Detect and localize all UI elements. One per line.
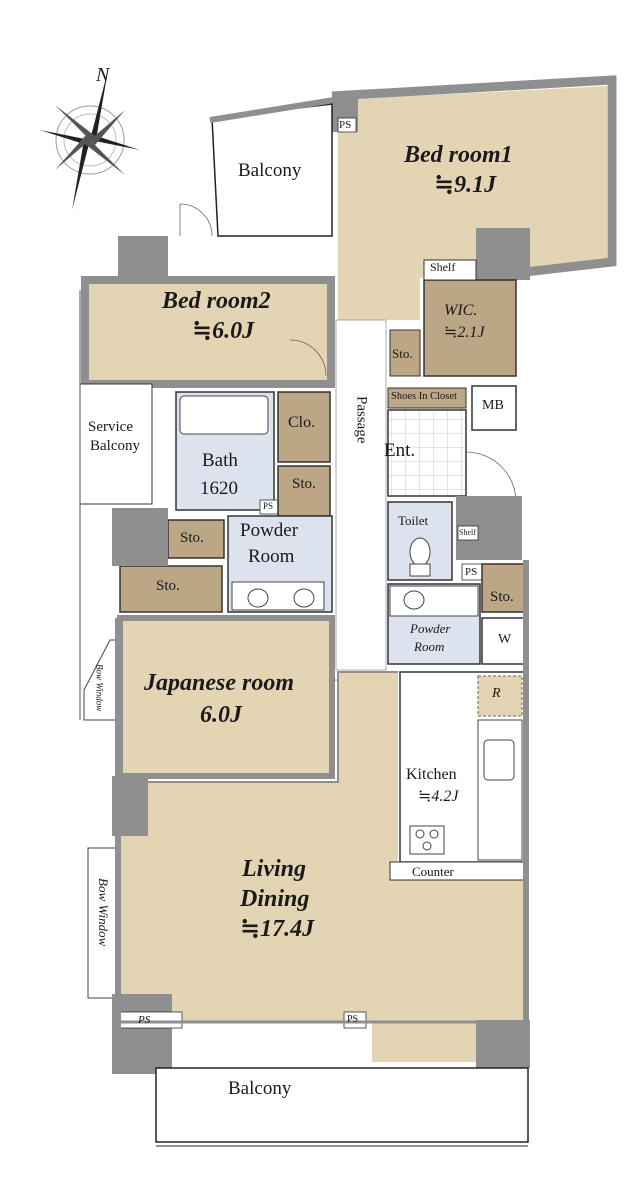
balcony-bottom: [155, 1067, 529, 1143]
bow-window-label-upper: Bow Window: [94, 664, 105, 712]
ps-label-bath: PS: [263, 501, 274, 511]
refrigerator-label: R: [492, 686, 501, 701]
ps-label-bedroom1: PS: [339, 119, 352, 131]
living-dining-floor: [118, 672, 526, 1062]
service-balcony-label2: Balcony: [90, 438, 140, 454]
powder-room1-label-a: Powder: [240, 520, 299, 541]
bath-size: 1620: [200, 478, 238, 499]
bedroom2-name: Bed room2: [162, 288, 271, 314]
passage-label: Passage: [353, 396, 370, 444]
shelf-label: Shelf: [430, 260, 456, 274]
bedroom2-size: ≒6.0J: [192, 318, 255, 344]
japanese-room-floor: [117, 615, 335, 779]
ps-label-toilet: PS: [465, 566, 478, 578]
powder-room2-label-a: Powder: [410, 621, 451, 636]
toilet-label: Toilet: [398, 513, 429, 528]
shelf-small-label: Shelf: [459, 528, 476, 537]
powder-room1-label-b: Room: [248, 546, 295, 567]
bedroom1-floor: [338, 86, 607, 320]
wic-floor: [423, 279, 517, 377]
balcony-top-label: Balcony: [238, 160, 302, 181]
passage-floor: [335, 319, 387, 671]
shoes-closet-label: Shoes In Closet: [391, 391, 457, 402]
compass-rose-icon: [40, 70, 140, 210]
kitchen-size: ≒4.2J: [418, 788, 459, 805]
storage-right-label: Sto.: [490, 589, 514, 605]
japanese-room-name: Japanese room: [144, 670, 294, 696]
entrance-label: Ent.: [384, 440, 416, 461]
washer-label: W: [498, 632, 512, 647]
service-balcony-label1: Service: [88, 419, 133, 435]
bow-window-label-lower: Bow Window: [95, 878, 111, 947]
powder-room2-label-b: Room: [414, 639, 445, 654]
storage-label: Sto.: [392, 346, 413, 361]
dining-name: Dining: [240, 886, 310, 912]
ps-label-living-right: PS: [347, 1014, 359, 1025]
living-name: Living: [242, 856, 306, 882]
living-size: ≒17.4J: [240, 916, 315, 942]
japanese-room-size: 6.0J: [200, 702, 242, 728]
ps-label-living-left: PS: [138, 1014, 151, 1026]
bedroom2-floor: [85, 280, 331, 382]
balcony-bottom-label: Balcony: [228, 1078, 292, 1099]
storage-left2-label: Sto.: [156, 578, 180, 594]
mb-label: MB: [482, 398, 504, 413]
wic-name: WIC.: [444, 302, 478, 319]
compass-north-label: N: [96, 64, 110, 86]
counter-label: Counter: [412, 864, 454, 879]
wic-size: ≒2.1J: [444, 324, 485, 341]
bedroom1-name: Bed room1: [404, 142, 513, 168]
bath-name: Bath: [202, 450, 238, 471]
closet-label: Clo.: [288, 414, 316, 431]
storage-bath-label: Sto.: [292, 476, 316, 492]
storage-left1-label: Sto.: [180, 530, 204, 546]
entrance-floor: [387, 409, 467, 497]
kitchen-name: Kitchen: [406, 766, 457, 783]
bedroom1-size: ≒9.1J: [434, 172, 497, 198]
